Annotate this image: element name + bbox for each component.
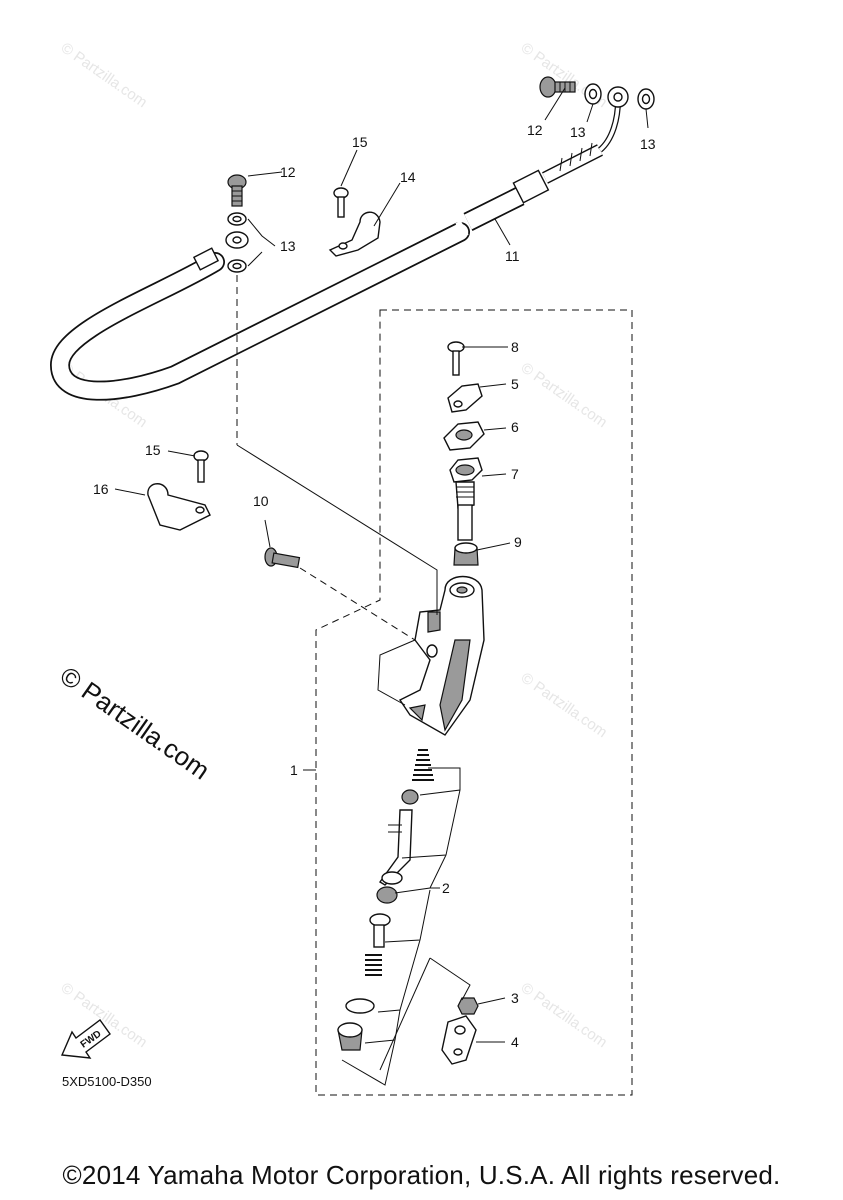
clevis-4 xyxy=(441,1015,477,1065)
callout-11: 11 xyxy=(505,248,520,264)
callout-3: 3 xyxy=(511,990,519,1006)
watermark-1: © Partzilla.com xyxy=(58,39,151,111)
fwd-arrow-icon: FWD xyxy=(60,1019,111,1059)
diaphragm-plate-6 xyxy=(443,421,485,451)
piston-kit xyxy=(337,749,434,1051)
watermark-7: © Partzilla.com xyxy=(518,979,611,1051)
screw-15-top xyxy=(333,187,349,218)
callout-2: 2 xyxy=(442,880,450,896)
callout-8: 8 xyxy=(511,339,519,355)
copper-washers xyxy=(227,83,655,273)
watermark-5: © Partzilla.com xyxy=(518,669,611,741)
reservoir-cap-5 xyxy=(447,383,483,413)
brake-hose xyxy=(49,86,629,401)
callout-6: 6 xyxy=(511,419,519,435)
callout-labels: 1 2 3 4 5 6 7 8 9 10 11 12 12 13 13 13 1… xyxy=(93,122,656,1050)
watermark-4: © Partzilla.com xyxy=(518,359,611,431)
hose-clamp-14 xyxy=(328,211,381,257)
callout-5: 5 xyxy=(511,376,519,392)
screw-8 xyxy=(447,341,465,376)
callout-13-mid: 13 xyxy=(570,124,586,140)
callout-12-left: 12 xyxy=(280,164,296,180)
assembly-outline xyxy=(315,309,633,1096)
callout-4: 4 xyxy=(511,1034,519,1050)
callout-7: 7 xyxy=(511,466,519,482)
diaphragm-7 xyxy=(449,457,483,541)
callout-12-right: 12 xyxy=(527,122,543,138)
float-9 xyxy=(453,542,479,566)
callout-13-right: 13 xyxy=(640,136,656,152)
callout-14: 14 xyxy=(400,169,416,185)
nut-3 xyxy=(457,997,479,1015)
copyright-notice: ©2014 Yamaha Motor Corporation, U.S.A. A… xyxy=(62,1160,781,1190)
callout-15-bottom: 15 xyxy=(145,442,161,458)
callout-13-left: 13 xyxy=(280,238,296,254)
callout-16: 16 xyxy=(93,481,109,497)
callout-15-top: 15 xyxy=(352,134,368,150)
master-cylinder-body xyxy=(398,575,485,736)
leader-lines xyxy=(114,87,649,1086)
callout-10: 10 xyxy=(253,493,269,509)
callout-9: 9 xyxy=(514,534,522,550)
callout-1: 1 xyxy=(290,762,298,778)
bolt-10 xyxy=(264,547,301,569)
partzilla-mark: © Partzilla.com xyxy=(55,660,216,785)
screw-15-bottom xyxy=(193,450,209,483)
diagram-code: 5XD5100-D350 xyxy=(62,1074,152,1089)
union-bolt-right xyxy=(539,76,576,98)
hose-clamp-16 xyxy=(147,483,211,531)
union-bolt-left xyxy=(227,174,247,207)
